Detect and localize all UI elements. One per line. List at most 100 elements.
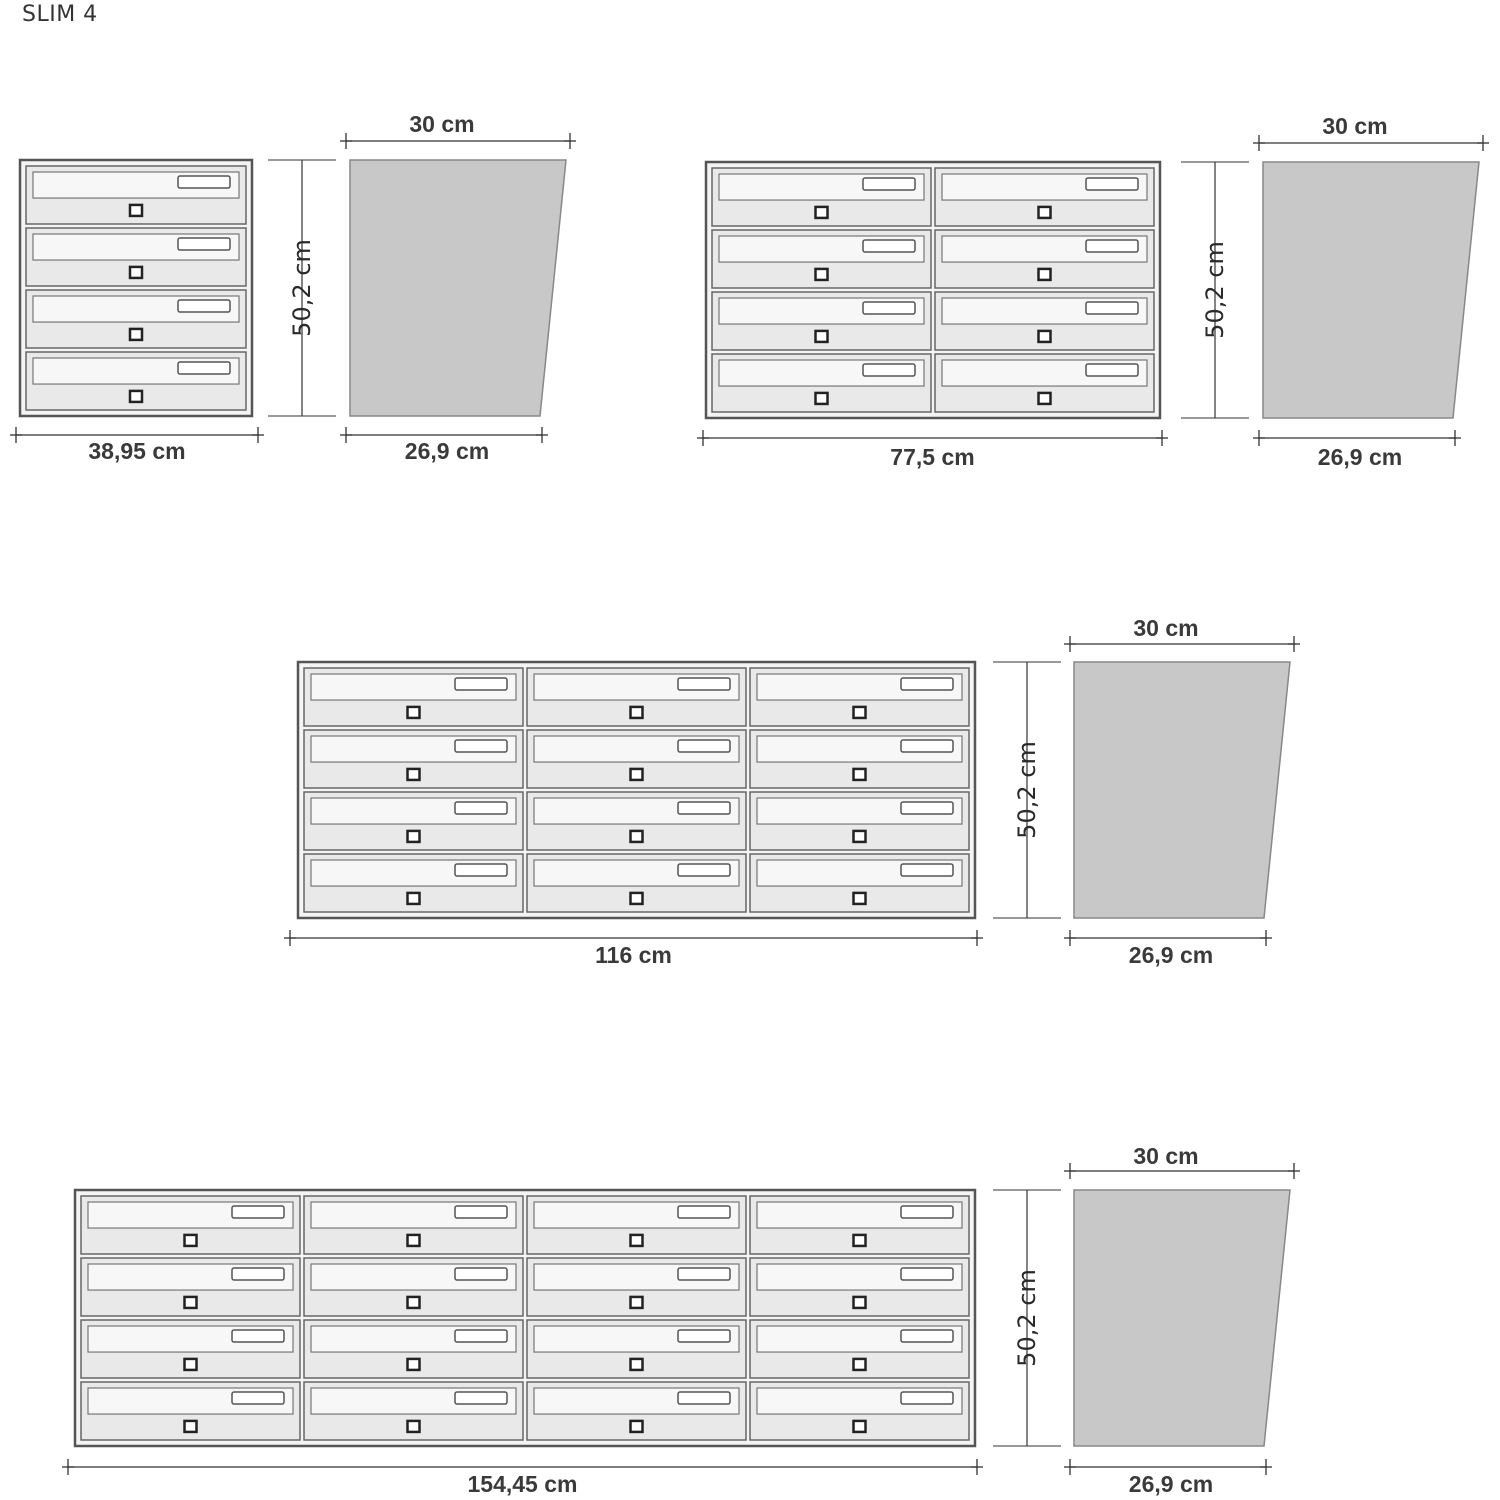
mailbox-door <box>25 289 247 349</box>
name-plate <box>677 1329 731 1343</box>
width-dimension <box>697 430 1168 446</box>
lock-icon <box>183 1419 198 1434</box>
lock-icon <box>629 891 644 906</box>
name-plate <box>231 1329 285 1343</box>
name-plate <box>231 1391 285 1405</box>
mailbox-door <box>526 1195 747 1255</box>
mailbox-door <box>303 667 524 727</box>
mailbox-door <box>934 229 1155 289</box>
name-plate <box>1085 239 1139 253</box>
mailbox-door <box>934 353 1155 413</box>
mailbox-door <box>25 227 247 287</box>
depth-bottom-label: 26,9 cm <box>1129 1471 1213 1497</box>
name-plate <box>862 301 916 315</box>
mailbox-door <box>526 1319 747 1379</box>
lock-icon <box>629 1295 644 1310</box>
name-plate <box>677 1267 731 1281</box>
side-profile <box>1073 661 1291 919</box>
lock-icon <box>852 1233 867 1248</box>
lock-icon <box>852 1357 867 1372</box>
depth-bottom-dimension <box>340 427 548 443</box>
name-plate <box>677 863 731 877</box>
name-plate <box>677 801 731 815</box>
title: SLIM 4 <box>22 2 98 27</box>
mailbox-door <box>303 729 524 789</box>
mailbox-door <box>749 791 970 851</box>
width-label: 154,45 cm <box>468 1471 578 1497</box>
lock-icon <box>814 329 829 344</box>
name-plate <box>900 801 954 815</box>
height-label: 50,2 cm <box>1201 241 1229 339</box>
mailbox-door <box>80 1381 301 1441</box>
name-plate <box>1085 301 1139 315</box>
mailbox-door <box>934 167 1155 227</box>
name-plate <box>677 677 731 691</box>
depth-bottom-dimension <box>1253 430 1461 446</box>
width-label: 116 cm <box>595 942 672 968</box>
name-plate <box>1085 363 1139 377</box>
name-plate <box>862 363 916 377</box>
mailbox-door <box>749 1195 970 1255</box>
name-plate <box>1085 177 1139 191</box>
mailbox-door <box>526 729 747 789</box>
name-plate <box>231 1267 285 1281</box>
mailbox-door <box>25 351 247 411</box>
depth-top-label: 30 cm <box>1322 113 1387 139</box>
name-plate <box>900 863 954 877</box>
lock-icon <box>1037 391 1052 406</box>
lock-icon <box>128 327 144 342</box>
mailbox-door <box>749 729 970 789</box>
mailbox-door <box>80 1257 301 1317</box>
name-plate <box>900 1205 954 1219</box>
name-plate <box>900 1267 954 1281</box>
depth-top-label: 30 cm <box>1133 615 1198 641</box>
lock-icon <box>629 1419 644 1434</box>
depth-top-label: 30 cm <box>409 111 474 137</box>
lock-icon <box>406 1295 421 1310</box>
depth-top-label: 30 cm <box>1133 1143 1198 1169</box>
model-1 <box>18 158 567 418</box>
mailbox-door <box>25 165 247 225</box>
model-4 <box>73 1188 1291 1448</box>
name-plate <box>231 1205 285 1219</box>
lock-icon <box>852 767 867 782</box>
side-profile <box>1262 161 1480 419</box>
lock-icon <box>852 1419 867 1434</box>
lock-icon <box>406 829 421 844</box>
name-plate <box>862 239 916 253</box>
lock-icon <box>183 1357 198 1372</box>
mailbox-door <box>526 1257 747 1317</box>
mailbox-door <box>526 667 747 727</box>
depth-bottom-label: 26,9 cm <box>1318 444 1402 470</box>
width-label: 77,5 cm <box>890 444 974 470</box>
width-dimension <box>62 1459 983 1475</box>
name-plate <box>677 739 731 753</box>
depth-bottom-dimension <box>1064 930 1272 946</box>
lock-icon <box>814 391 829 406</box>
depth-top-dimension <box>1064 1163 1300 1179</box>
name-plate <box>454 1329 508 1343</box>
lock-icon <box>852 705 867 720</box>
lock-icon <box>1037 329 1052 344</box>
name-plate <box>177 175 231 189</box>
lock-icon <box>629 767 644 782</box>
width-label: 38,95 cm <box>88 438 185 464</box>
name-plate <box>454 677 508 691</box>
name-plate <box>900 739 954 753</box>
depth-bottom-dimension <box>1064 1459 1272 1475</box>
width-dimension <box>10 427 264 443</box>
lock-icon <box>1037 205 1052 220</box>
model-2 <box>704 160 1480 420</box>
mailbox-door <box>711 167 932 227</box>
mailbox-door <box>80 1319 301 1379</box>
name-plate <box>454 1267 508 1281</box>
name-plate <box>454 1391 508 1405</box>
lock-icon <box>629 829 644 844</box>
lock-icon <box>406 767 421 782</box>
mailbox-door <box>303 1195 524 1255</box>
name-plate <box>454 739 508 753</box>
mailbox-door <box>749 1381 970 1441</box>
depth-top-dimension <box>340 133 576 149</box>
lock-icon <box>629 1357 644 1372</box>
